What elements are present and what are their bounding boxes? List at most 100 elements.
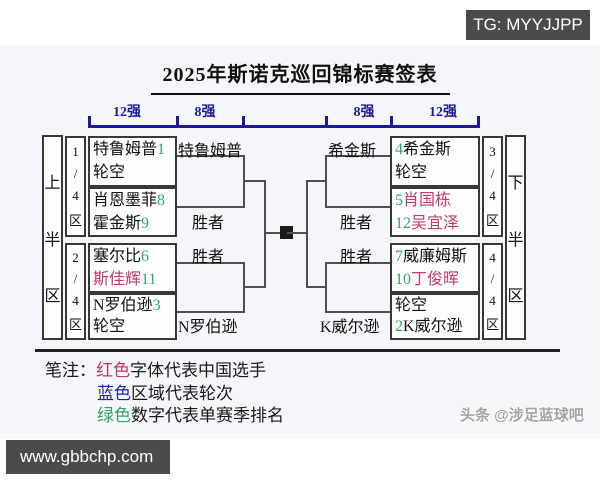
quarter-2-label: 2 / 4 区 [65,243,86,340]
bracket-line [325,155,390,157]
bracket-line [325,206,390,208]
match-box-williams-ding: 7威廉姆斯 10丁俊晖 [390,243,480,293]
toutiao-watermark: 头条 @涉足蓝球吧 [460,407,584,424]
player-row: N罗伯逊3 [93,296,175,314]
bracket-line [306,180,327,182]
legend-blue-word: 蓝色 [97,384,131,403]
player-row: 肖恩墨菲8 [93,191,175,209]
seed-number: 4 [395,140,403,158]
player-name: 轮空 [93,318,126,336]
player-name: 霍金斯 [93,214,142,232]
player-row: 4希金斯 [395,140,478,158]
seed-number: 1 [157,140,166,158]
page-title: 2025年斯诺克巡回锦标赛签表 [150,58,450,95]
bracket-line [264,180,266,288]
seed-number: 3 [152,296,161,314]
player-name: 轮空 [395,164,428,182]
seed-number: 10 [395,270,411,288]
player-name: 塞尔比 [93,247,142,265]
seed-number: 2 [395,318,403,336]
player-row: 5肖国栋 [395,191,478,209]
advance-label-higgins: 希金斯 [328,143,377,160]
match-box-xiao-wu: 5肖国栋 12吴宜泽 [390,187,480,237]
player-row: 轮空 [93,319,175,335]
round-label-8-left: 8强 [194,105,216,120]
tg-badge: TG: MYYJJPP [466,10,590,40]
quarter-1-label: 1 / 4 区 [65,136,86,237]
player-row: 霍金斯9 [93,214,175,232]
upper-half-label: 上 半 区 [42,135,63,340]
seed-number: 12 [395,214,411,232]
match-box-trump-bye: 特鲁姆普1 轮空 [88,136,177,187]
bracket-line [325,262,327,313]
player-name-china: 肖国栋 [403,191,452,209]
bracket-line [177,206,245,208]
match-box-bye-kwilson: 轮空 2K威尔逊 [390,293,480,340]
advance-label-winner: 胜者 [192,249,225,266]
legend-line-green: 绿色数字代表单赛季排名 [97,406,284,425]
round-bar-tick [242,116,245,125]
player-row: 特鲁姆普1 [93,140,175,158]
lower-half-label: 下 半 区 [505,135,526,340]
match-box-murphy-hawkins: 肖恩墨菲8 霍金斯9 [88,187,177,237]
player-row: 10丁俊晖 [395,270,478,288]
legend-line-red: 笔注：红色字体代表中国选手 [45,361,266,380]
quarter-4-label: 4 / 4 区 [482,243,503,340]
match-box-selby-sijiahui: 塞尔比6 斯佳辉11 [88,243,177,293]
bracket-line [325,155,327,208]
bracket-line [243,286,266,288]
bracket-line [306,180,308,288]
player-name-china: 丁俊晖 [411,270,460,288]
quarter-3-label: 3 / 4 区 [482,136,503,237]
player-row: 2K威尔逊 [395,319,478,335]
bracket-line [325,262,390,264]
title-wrap: 2025年斯诺克巡回锦标赛签表 [0,58,600,95]
advance-label-winner: 胜者 [340,249,373,266]
player-name: 希金斯 [403,140,452,158]
seed-number: 8 [157,191,166,209]
seed-number: 5 [395,191,403,209]
content-panel [0,45,600,438]
player-name: 轮空 [93,164,126,182]
divider [35,349,560,352]
player-row: 轮空 [395,165,478,181]
player-name-china: 吴宜泽 [411,214,460,232]
player-row: 7威廉姆斯 [395,247,478,265]
player-name: 威廉姆斯 [403,247,468,265]
player-name: 轮空 [395,296,428,314]
round-bar-tick [88,116,91,125]
match-box-robertson-bye: N罗伯逊3 轮空 [88,293,177,340]
player-row: 斯佳辉11 [93,270,175,288]
legend-red-word: 红色 [96,361,130,380]
match-box-higgins-bye: 4希金斯 轮空 [390,136,480,187]
seed-number: 9 [141,214,150,232]
player-name-china: 斯佳辉 [93,270,142,288]
legend-green-word: 绿色 [97,406,131,425]
site-url-badge: www.gbbchp.com [6,440,170,474]
seed-number: 7 [395,247,403,265]
player-row: 塞尔比6 [93,247,175,265]
bracket-line [243,180,266,182]
bracket-line [177,155,245,157]
round-bar-tick [390,116,393,125]
bracket-line [264,232,286,234]
round-label-12-right: 12强 [429,105,457,120]
bracket-line [306,286,327,288]
round-bar-tick [477,116,480,125]
player-row: 轮空 [395,296,478,314]
advance-label-winner: 胜者 [192,215,225,232]
bracket-line [177,311,245,313]
advance-label-robertson: N罗伯逊 [178,319,238,336]
player-name: 肖恩墨菲 [93,191,158,209]
seed-number: 11 [141,270,157,288]
final-marker [280,226,293,239]
bracket-line [287,232,308,234]
advance-label-trump: 特鲁姆普 [178,143,243,160]
round-bar-tick [325,116,328,125]
round-bar-tick [176,116,179,125]
round-bar: 12强 8强 8强 12强 [88,103,480,128]
player-row: 轮空 [93,165,175,181]
round-label-8-right: 8强 [353,105,375,120]
player-name: 特鲁姆普 [93,140,158,158]
advance-label-kwilson: K威尔逊 [320,319,380,336]
